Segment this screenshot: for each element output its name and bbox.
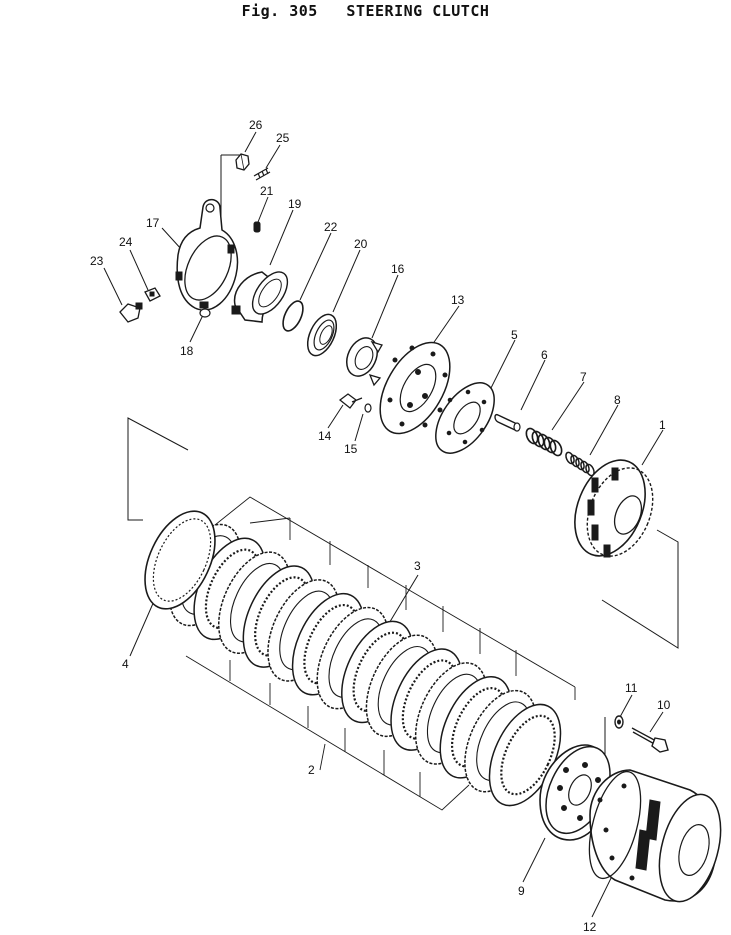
part-15-washer bbox=[364, 403, 372, 413]
callout-12: 12 bbox=[583, 920, 597, 934]
part-6-pin bbox=[494, 413, 521, 432]
callout-14: 14 bbox=[318, 429, 332, 443]
part-1-hub bbox=[574, 459, 654, 558]
callout-13: 13 bbox=[451, 293, 465, 307]
figure-title: Fig. 305 STEERING CLUTCH bbox=[241, 2, 490, 20]
callout-labels: 26 25 21 19 17 24 23 18 22 20 16 13 5 6 … bbox=[90, 118, 671, 934]
callout-3: 3 bbox=[414, 559, 421, 573]
callout-11: 11 bbox=[625, 681, 638, 695]
callout-10: 10 bbox=[657, 698, 671, 712]
callout-23: 23 bbox=[90, 254, 104, 268]
part-13-disk bbox=[379, 341, 451, 435]
callout-9: 9 bbox=[518, 884, 525, 898]
part-23-bolt bbox=[119, 302, 143, 323]
part-24-washer bbox=[144, 287, 161, 302]
part-22-snap-ring bbox=[282, 300, 304, 332]
callout-16: 16 bbox=[391, 262, 405, 276]
callout-2: 2 bbox=[308, 763, 315, 777]
callout-18: 18 bbox=[180, 344, 194, 358]
callout-19: 19 bbox=[288, 197, 302, 211]
callout-17: 17 bbox=[146, 216, 160, 230]
part-18-pin bbox=[199, 308, 211, 318]
part-21-grease-fitting bbox=[253, 221, 261, 233]
callout-6: 6 bbox=[541, 348, 548, 362]
part-19-housing bbox=[231, 271, 289, 323]
callout-5: 5 bbox=[511, 328, 518, 342]
callout-15: 15 bbox=[344, 442, 358, 456]
callout-8: 8 bbox=[614, 393, 621, 407]
plate-group-brackets bbox=[185, 496, 576, 811]
part-4-end-plate bbox=[144, 510, 216, 610]
part-17-lever bbox=[175, 198, 239, 311]
part-11-washer bbox=[614, 715, 624, 729]
callout-22: 22 bbox=[324, 220, 338, 234]
part-14-bolt bbox=[338, 393, 363, 409]
callout-25: 25 bbox=[276, 131, 290, 145]
callout-21: 21 bbox=[260, 184, 274, 198]
plate-stack bbox=[168, 523, 562, 807]
part-12-drum bbox=[588, 769, 722, 903]
part-20-bearing bbox=[306, 313, 338, 357]
callout-7: 7 bbox=[580, 370, 587, 384]
callout-1: 1 bbox=[659, 418, 666, 432]
part-26-nut bbox=[235, 153, 250, 171]
part-16-hub bbox=[346, 337, 383, 387]
part-5-plate bbox=[435, 382, 495, 454]
part-7-spring bbox=[525, 427, 563, 457]
part-25-set-screw bbox=[253, 167, 271, 181]
part-8-spring bbox=[565, 451, 595, 477]
callout-26: 26 bbox=[249, 118, 263, 132]
callout-24: 24 bbox=[119, 235, 133, 249]
callout-20: 20 bbox=[354, 237, 368, 251]
part-10-bolt bbox=[631, 727, 669, 753]
callout-4: 4 bbox=[122, 657, 129, 671]
